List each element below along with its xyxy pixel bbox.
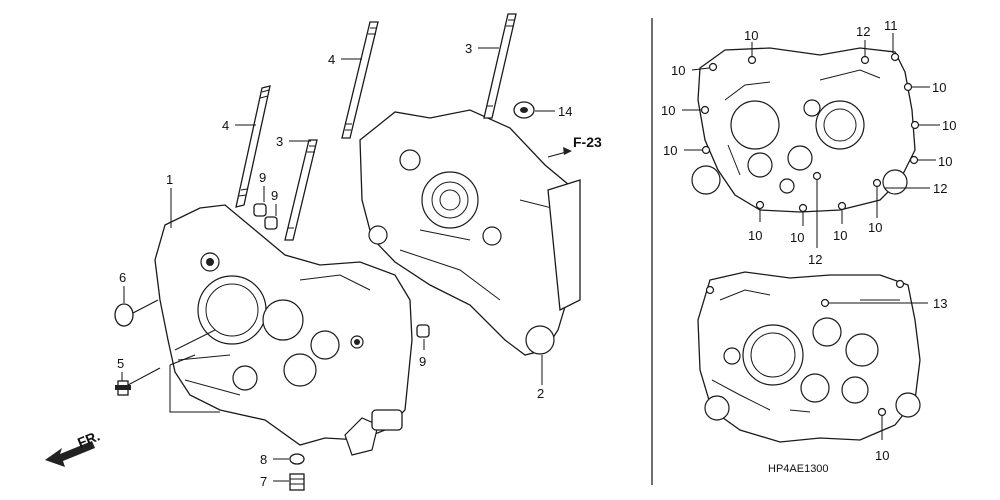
reference-arrow: F-23 bbox=[547, 134, 602, 158]
left-crankcase bbox=[154, 204, 413, 456]
callout-10g: 10 bbox=[938, 154, 952, 169]
callout-9b: 9 bbox=[271, 188, 278, 203]
callout-10l: 10 bbox=[875, 448, 889, 463]
callout-10c: 10 bbox=[661, 103, 675, 118]
callout-10b: 10 bbox=[671, 63, 685, 78]
callout-10j: 10 bbox=[833, 228, 847, 243]
callouts-lower-case: 13 10 bbox=[829, 296, 947, 463]
callout-10e: 10 bbox=[932, 80, 946, 95]
reference-label: F-23 bbox=[573, 134, 602, 150]
callout-6: 6 bbox=[119, 270, 126, 285]
callout-10k: 10 bbox=[868, 220, 882, 235]
callout-4b: 4 bbox=[328, 52, 335, 67]
fr-label: FR. bbox=[75, 427, 102, 450]
callout-8: 8 bbox=[260, 452, 267, 467]
washer-8 bbox=[289, 453, 305, 465]
upper-case-bolt-pattern bbox=[691, 47, 920, 213]
stud-bolt-3b bbox=[483, 13, 517, 119]
callout-12b: 12 bbox=[933, 181, 947, 196]
o-ring-6 bbox=[114, 303, 134, 327]
callout-5: 5 bbox=[117, 356, 124, 371]
callout-2: 2 bbox=[537, 386, 544, 401]
callout-12a: 12 bbox=[856, 24, 870, 39]
callout-9a: 9 bbox=[259, 170, 266, 185]
callout-4a: 4 bbox=[222, 118, 229, 133]
oil-seal-14 bbox=[513, 101, 535, 119]
dowel-pin-9b bbox=[264, 216, 278, 230]
drain-bolt-7 bbox=[289, 473, 305, 491]
callout-14: 14 bbox=[558, 104, 572, 119]
diagram-code: HP4AE1300 bbox=[768, 463, 829, 475]
callout-3a: 3 bbox=[276, 134, 283, 149]
stud-bolt-3a bbox=[284, 139, 318, 241]
callout-10i: 10 bbox=[790, 230, 804, 245]
callout-3b: 3 bbox=[465, 41, 472, 56]
callout-10f: 10 bbox=[942, 118, 956, 133]
lower-case-bolt-pattern bbox=[697, 271, 921, 443]
callout-12c: 12 bbox=[808, 252, 822, 267]
callout-1: 1 bbox=[166, 172, 173, 187]
dowel-pin-9a bbox=[253, 203, 267, 217]
callout-10d: 10 bbox=[663, 143, 677, 158]
fr-direction-arrow: FR. bbox=[45, 427, 102, 467]
callout-10h: 10 bbox=[748, 228, 762, 243]
callout-7: 7 bbox=[260, 474, 267, 489]
bolt-5 bbox=[115, 380, 131, 396]
dowel-pin-9c bbox=[416, 324, 430, 338]
stud-bolt-4b bbox=[341, 21, 379, 139]
callout-9c: 9 bbox=[419, 354, 426, 369]
callout-10a: 10 bbox=[744, 28, 758, 43]
callouts-upper-case: 10 10 10 10 10 10 10 10 10 10 10 12 12 1… bbox=[661, 18, 956, 267]
callout-13: 13 bbox=[933, 296, 947, 311]
callouts-left-panel: 1 2 3 3 4 4 5 6 7 8 9 9 bbox=[117, 41, 572, 489]
callout-11: 11 bbox=[884, 18, 898, 33]
stud-bolt-4a bbox=[235, 85, 271, 208]
right-crankcase bbox=[359, 109, 581, 356]
